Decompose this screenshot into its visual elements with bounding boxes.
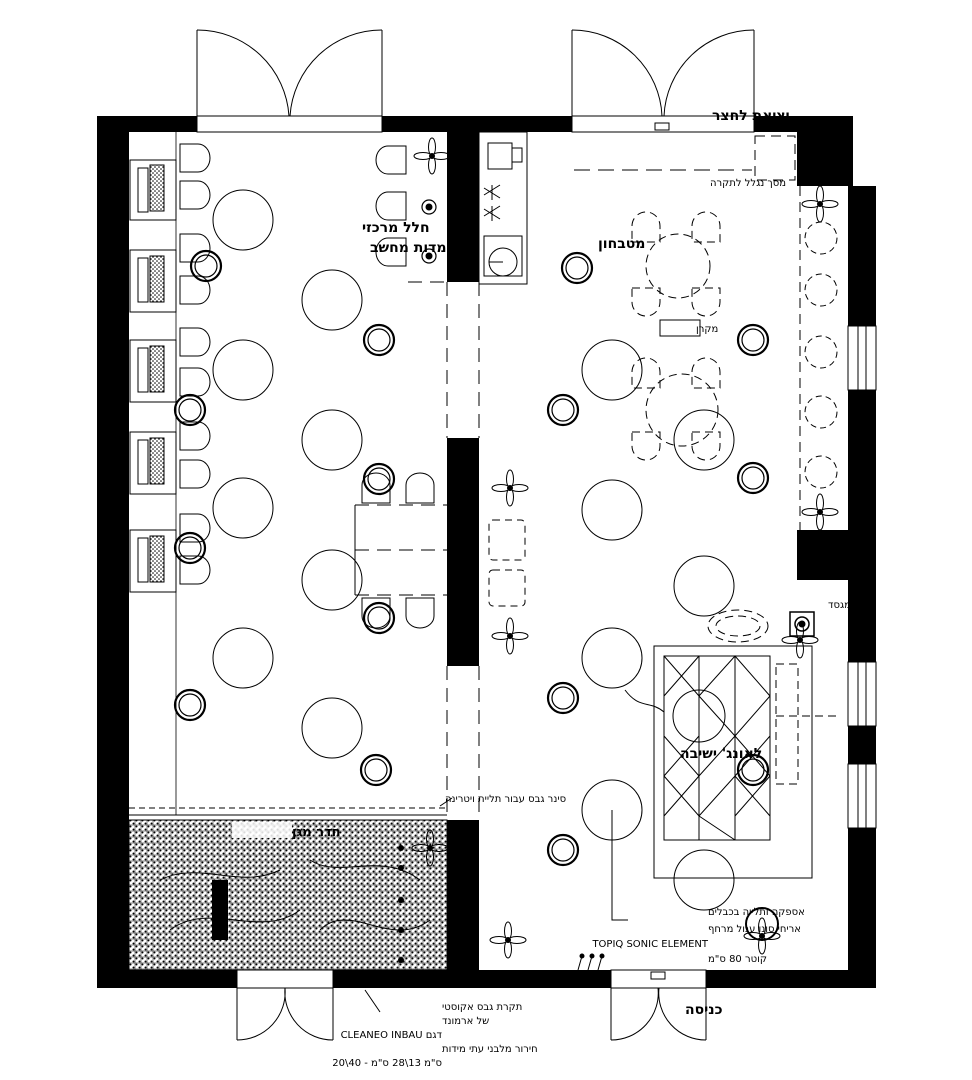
pouf-seats xyxy=(488,519,526,607)
lamp-entrance xyxy=(745,907,779,941)
fire-hose-label: ג"ת מגסד xyxy=(828,600,869,611)
ceiling-note-5: 20\40 - ס"מ 13\28 ס"מ xyxy=(332,1058,442,1069)
windows xyxy=(847,325,877,829)
computer-stations xyxy=(129,159,177,593)
speaker-note-3: TOPIQ SONIC ELEMENT xyxy=(591,939,708,950)
central-space-label: חלל מרכזי xyxy=(362,220,430,236)
ceiling-note-1: תקרת גבס אקוסטי xyxy=(442,1002,522,1013)
computer-stations-label: 5 עמדות מחשב xyxy=(370,240,470,256)
projector-label: מקרן xyxy=(696,324,718,335)
ceiling-screen-label: מסך נגלל לתקרה xyxy=(710,178,786,189)
entrance-label: כניסה xyxy=(685,1002,723,1018)
plaster-skirt-label: סינר גבס עבור תליית ויטרינה xyxy=(445,794,566,805)
projector-box xyxy=(659,319,701,337)
seating-lounge-label: לאונג' ישיבה xyxy=(680,746,762,762)
bottom-left-door xyxy=(236,969,334,1041)
pendant-lamps-left xyxy=(173,249,396,787)
top-left-double-door xyxy=(196,29,383,133)
ceiling-screen xyxy=(574,135,796,181)
wall-seats-right xyxy=(799,186,838,530)
kitchenette-label: מטבחון xyxy=(598,236,645,252)
top-right-double-door xyxy=(571,29,755,133)
fire-hose-cabinet xyxy=(789,611,815,637)
dashed-lines-left xyxy=(355,281,480,820)
speaker-note-4: קוטר 80 ס"מ xyxy=(708,954,767,965)
wall-chairs xyxy=(361,145,435,629)
hurricane-room xyxy=(128,819,448,971)
meeting-tables xyxy=(631,211,769,643)
desk-chairs xyxy=(179,143,211,585)
ceiling-note-4: חירור מלבני עתי מידות xyxy=(442,1044,538,1055)
fan-icon xyxy=(413,137,451,175)
hurricane-room-label: חדר מגן xyxy=(292,825,341,840)
small-fans-kitchen xyxy=(483,184,501,221)
ceiling-circles-left xyxy=(212,189,363,759)
small-devices xyxy=(421,199,437,264)
ceiling-note-3: CLEANEO INBAU דגם xyxy=(341,1030,443,1041)
plaster-skirt-line xyxy=(129,807,447,816)
exit-to-yard-label: יציאת לחצר xyxy=(712,108,790,124)
entrance-door xyxy=(610,969,707,1041)
lounge-rug xyxy=(624,645,838,879)
ceiling-note-2: של ארמונד xyxy=(442,1016,489,1027)
leader-lines xyxy=(364,797,628,1013)
speaker-note-2: אריחי סונו עגול מרחף xyxy=(708,924,801,935)
kitchenette-counter xyxy=(478,131,528,285)
walls xyxy=(97,116,876,988)
speaker-icon xyxy=(577,953,605,971)
speaker-note-1: אספקה ותלייה בכבלים xyxy=(708,907,805,918)
